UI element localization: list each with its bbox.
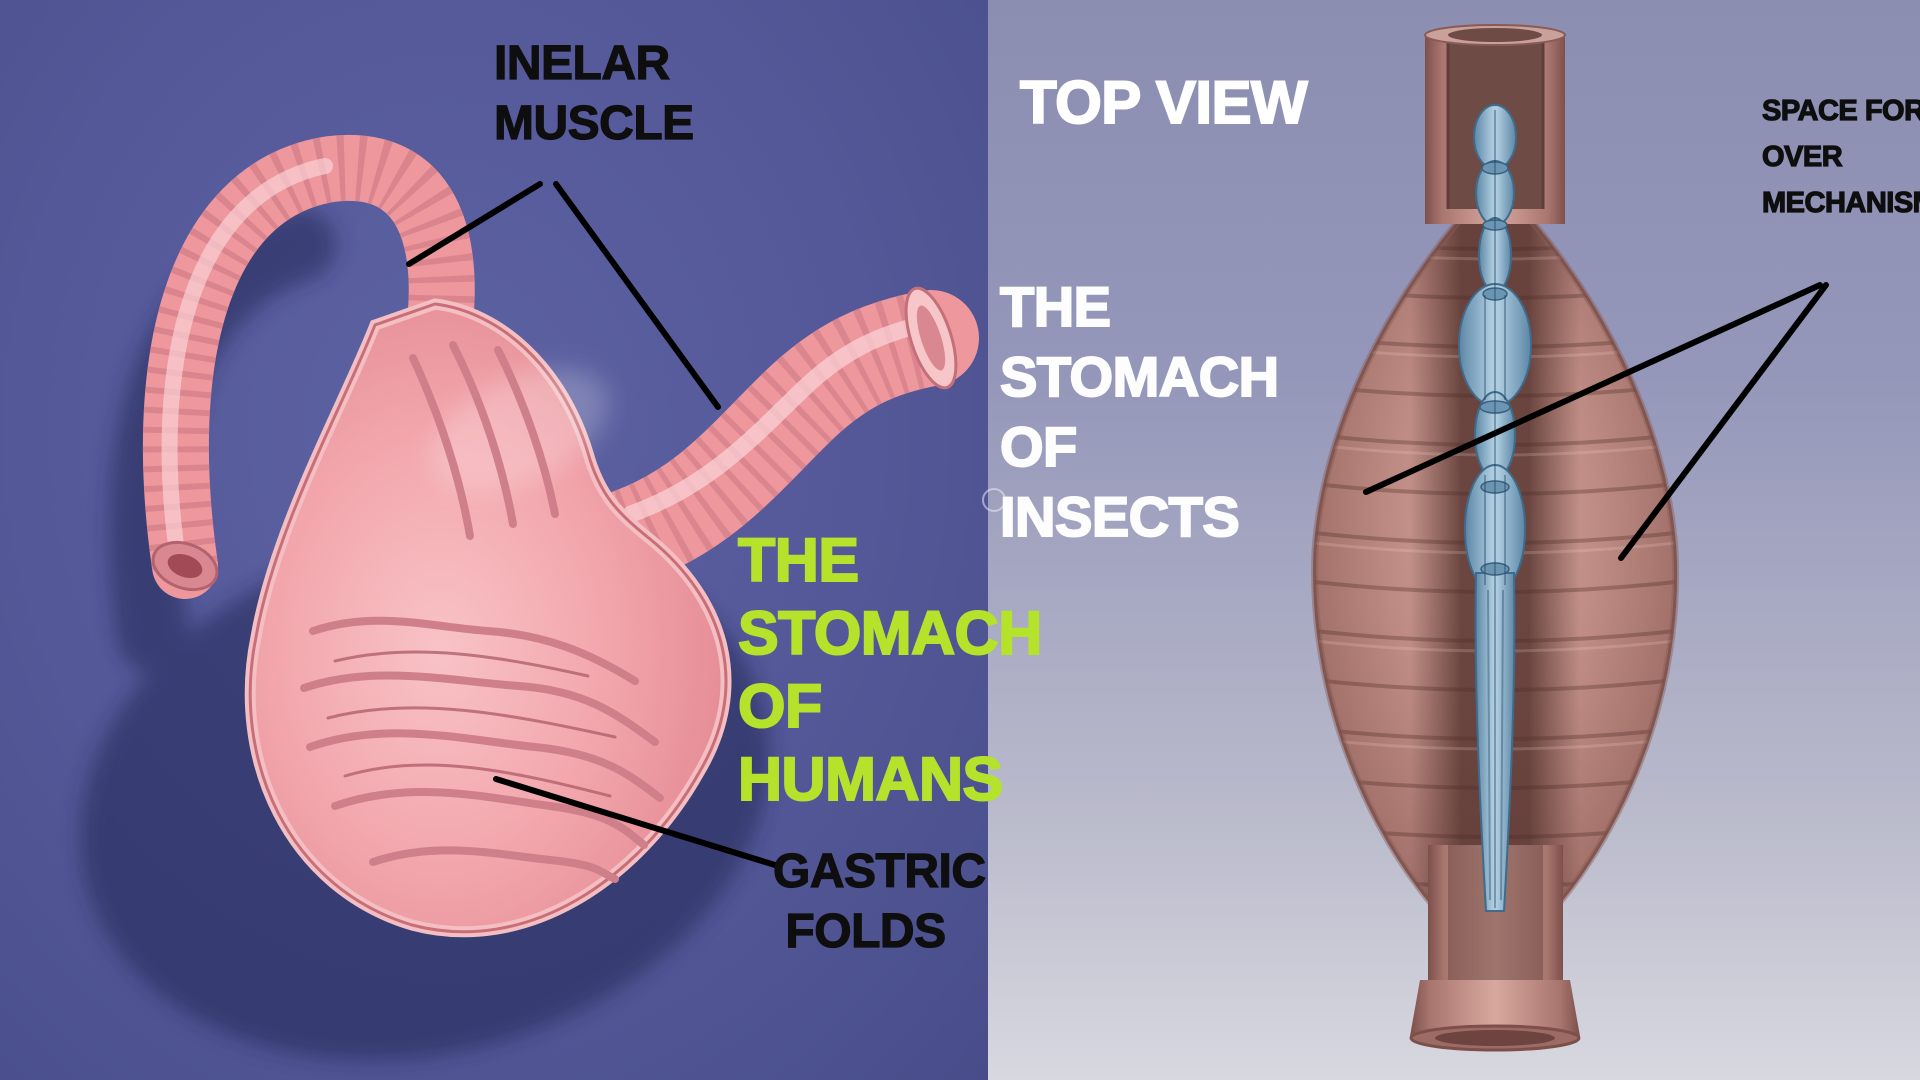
duodenum-tube xyxy=(583,286,979,584)
label-inelar-muscle: INELAR MUSCLE xyxy=(493,36,694,150)
title-stomach-of-insects: THE STOMACH OF INSECTS xyxy=(999,274,1280,549)
human-stomach-illustration xyxy=(80,134,979,1061)
leader-line-space-right xyxy=(1618,282,1829,561)
insect-stomach-illustration xyxy=(1311,24,1680,1052)
label-space-for-over-mechanism: SPACE FOR OVER MECHANISM xyxy=(1761,94,1920,219)
esophagus-tube xyxy=(142,134,475,599)
watermark-circle xyxy=(982,488,1006,512)
leader-line-space-left xyxy=(1363,282,1823,495)
stomach-body xyxy=(244,298,732,938)
title-stomach-of-humans: THE STOMACH OF HUMANS xyxy=(737,525,1043,814)
label-gastric-folds: GASTRIC FOLDS xyxy=(772,844,986,958)
foregut-tube xyxy=(1424,24,1566,224)
label-top-view: TOP VIEW xyxy=(1019,69,1309,137)
leader-line-muscle-duodenum xyxy=(553,181,721,410)
leader-line-muscle-esophagus xyxy=(406,181,543,267)
gastric-folds-lines xyxy=(300,341,664,883)
leader-line-gastric-folds xyxy=(493,776,778,868)
